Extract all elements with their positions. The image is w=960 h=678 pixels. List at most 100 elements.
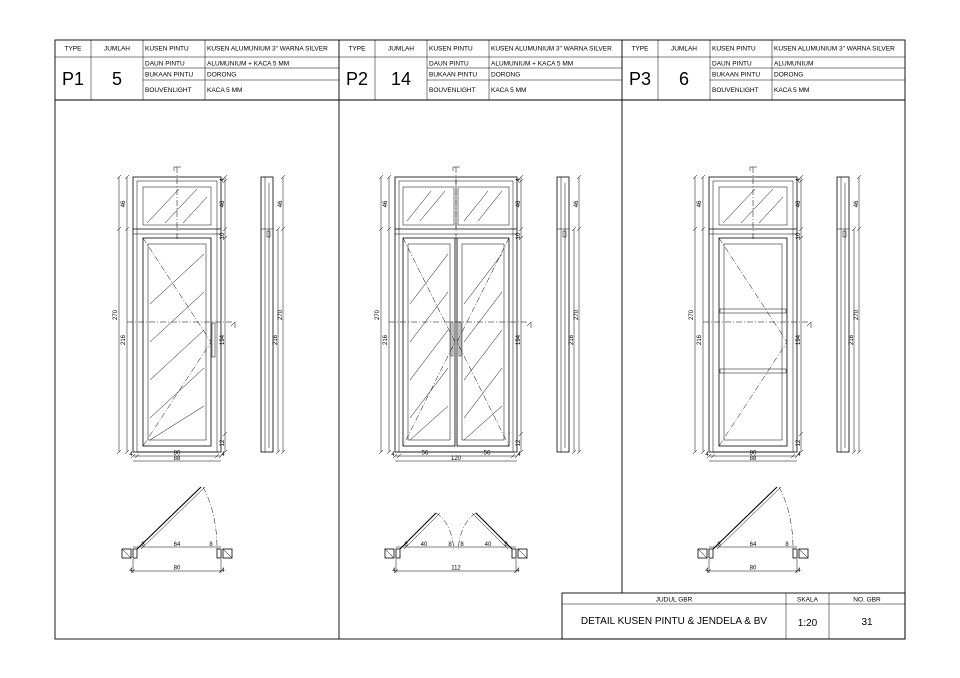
scale-value: 1:20 — [798, 618, 818, 629]
dim-bottom-rail: 12 — [220, 439, 226, 446]
spec-label: BOUVENLIGHT — [145, 87, 192, 94]
plan-dim-side-a: 8 — [141, 542, 145, 548]
dim-mid-rail: 10 — [516, 232, 522, 239]
dim-inner-height: 194 — [796, 334, 802, 345]
spec-label: BUKAAN PINTU — [145, 72, 193, 79]
plan-dim-mid-a: 8 — [448, 542, 452, 548]
dim-bottom-rail: 12 — [516, 439, 522, 446]
spec-label: BUKAAN PINTU — [712, 72, 760, 79]
dim-side-top: 46 — [574, 200, 580, 207]
dim-inner-height: 194 — [516, 334, 522, 345]
dim-door-height: 216 — [121, 334, 127, 345]
plan-dim-edge-left: 4 — [392, 568, 396, 574]
side-section: 270 216 46 — [836, 174, 862, 455]
dim-transom-height: 46 — [383, 200, 389, 207]
dim-door-height: 216 — [383, 334, 389, 345]
spec-value: DORONG — [207, 72, 236, 79]
plan-dim-width: 112 — [451, 566, 461, 572]
dim-total-height: 270 — [113, 309, 119, 320]
spec-value: DORONG — [491, 72, 520, 79]
dim-side-right: 4 — [797, 452, 801, 458]
type-code: P3 — [629, 69, 651, 89]
dim-top-edge: 4 — [220, 178, 226, 182]
type-header: TYPE — [349, 46, 367, 53]
dim-side-left: 4 — [391, 452, 395, 458]
plan-dim-open: 64 — [174, 542, 181, 548]
type-header: TYPE — [65, 46, 83, 53]
dim-top-edge: 4 — [796, 178, 802, 182]
spec-value: KACA 5 MM — [774, 87, 809, 94]
dim-side-top: 46 — [854, 200, 860, 207]
dim-transom-height: 46 — [121, 200, 127, 207]
spec-value: KACA 5 MM — [491, 87, 526, 94]
spec-label: KUSEN PINTU — [712, 46, 756, 53]
dim-transom-height: 46 — [697, 200, 703, 207]
dim-mid-rail: 10 — [796, 232, 802, 239]
dim-door-height: 216 — [697, 334, 703, 345]
quantity: 6 — [679, 69, 689, 89]
schedule-p3: TYPE JUMLAH P3 6 KUSEN PINTU KUSEN ALUMUNIUM … — [622, 40, 905, 100]
plan-dim-open: 64 — [750, 542, 757, 548]
dim-side-door: 216 — [849, 334, 855, 345]
type-header: TYPE — [632, 46, 650, 53]
plan-dim-side-a: 8 — [404, 542, 408, 548]
type-code: P2 — [346, 69, 368, 89]
plan-dim-left: 40 — [421, 542, 428, 548]
spec-value: ALUMUNIUM + KACA 5 MM — [491, 61, 573, 68]
spec-label: BOUVENLIGHT — [429, 87, 476, 94]
dim-transom-right: 46 — [220, 200, 226, 207]
dim-inner-width: 80 — [750, 451, 757, 457]
plan-dim-edge-right: 4 — [516, 568, 520, 574]
plan-dim-side-a: 8 — [717, 542, 721, 548]
qty-header: JUMLAH — [671, 46, 697, 53]
title-label: JUDUL GBR — [656, 597, 693, 604]
qty-header: JUMLAH — [104, 46, 130, 53]
dim-side-total: 270 — [278, 309, 284, 320]
title-block: JUDUL GBR DETAIL KUSEN PINTU & JENDELA &… — [561, 592, 906, 640]
drawing-title: DETAIL KUSEN PINTU & JENDELA & BV — [581, 616, 767, 627]
plan-dim-edge-right: 4 — [221, 568, 225, 574]
dim-total-width: 88 — [174, 456, 181, 462]
dim-transom-right: 46 — [516, 200, 522, 207]
spec-label: DAUN PINTU — [429, 61, 469, 68]
dim-side-total: 270 — [854, 309, 860, 320]
plan-dim-mid-b: 8 — [460, 542, 464, 548]
spec-label: DAUN PINTU — [145, 61, 185, 68]
sheet-no-label: NO. GBR — [853, 597, 881, 604]
spec-label: KUSEN PINTU — [429, 46, 473, 53]
dim-inner-height: 194 — [220, 334, 226, 345]
spec-value: KUSEN ALUMUNIUM 3" WARNA SILVER — [774, 46, 895, 53]
dim-leaf-left: 56 — [422, 451, 429, 457]
dim-side-right: 4 — [221, 452, 225, 458]
dim-total-width: 120 — [451, 456, 462, 462]
dim-inner-width: 80 — [174, 451, 181, 457]
plan-dim-edge-right: 4 — [797, 568, 801, 574]
dim-total-width: 88 — [750, 456, 757, 462]
spec-value: KUSEN ALUMUNIUM 3" WARNA SILVER — [207, 46, 328, 53]
scale-label: SKALA — [797, 597, 819, 604]
spec-value: DORONG — [774, 72, 803, 79]
spec-value: ALUMUNIUM — [774, 61, 813, 68]
qty-header: JUMLAH — [388, 46, 414, 53]
type-code: P1 — [62, 69, 84, 89]
dim-top-edge: 4 — [516, 178, 522, 182]
dim-bottom-rail: 12 — [796, 439, 802, 446]
plan-dim-edge-left: 4 — [129, 568, 133, 574]
spec-label: BUKAAN PINTU — [429, 72, 477, 79]
spec-value: ALUMUNIUM + KACA 5 MM — [207, 61, 289, 68]
dim-side-door: 216 — [273, 334, 279, 345]
spec-value: KUSEN ALUMUNIUM 3" WARNA SILVER — [491, 46, 612, 53]
plan-dim-right: 40 — [485, 542, 492, 548]
dim-side-left: 4 — [705, 452, 709, 458]
dim-total-height: 270 — [689, 309, 695, 320]
dim-side-top: 46 — [278, 200, 284, 207]
side-section: 270 216 46 — [260, 174, 286, 455]
